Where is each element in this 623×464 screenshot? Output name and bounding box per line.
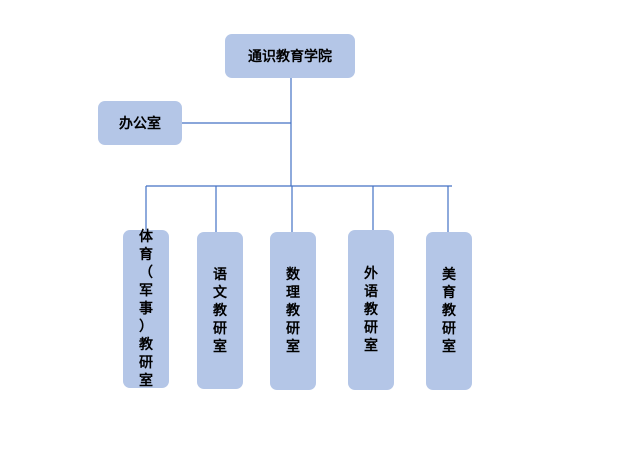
department-node-math-physics: 数理教研室	[270, 232, 316, 390]
department-node-foreign-language: 外语教研室	[348, 230, 394, 390]
label-char: 室	[213, 338, 227, 355]
label-char: 数	[286, 267, 300, 283]
department-node-aesthetics: 美育教研室	[426, 232, 472, 390]
department-label: 语文教研室	[213, 266, 227, 356]
label-char: 教	[213, 302, 227, 319]
label-char: 室	[286, 339, 300, 355]
department-node-pe: 体育 （ 军事 ） 教研室	[123, 228, 169, 390]
department-node-chinese: 语文教研室	[197, 232, 243, 389]
label-char: 理	[286, 285, 300, 301]
label-char: 育	[139, 247, 153, 263]
office-node: 办公室	[98, 101, 182, 145]
label-char: 研	[139, 355, 153, 371]
label-char: （	[139, 265, 153, 281]
label-char: 体	[139, 229, 153, 245]
label-char: 育	[442, 285, 456, 301]
label-char: 教	[139, 337, 153, 353]
label-char: 美	[442, 267, 456, 283]
label-char: 研	[286, 321, 300, 337]
label-char: 研	[213, 320, 227, 337]
label-char: 军	[139, 283, 153, 299]
label-char: 语	[213, 266, 227, 283]
department-label: 数理教研室	[286, 266, 300, 356]
label-char: 外	[364, 266, 378, 282]
root-node: 通识教育学院	[225, 34, 355, 78]
department-label: 体育 （ 军事 ） 教研室	[139, 228, 153, 390]
label-char: 教	[364, 302, 378, 318]
label-char: 教	[442, 303, 456, 319]
label-char: 室	[364, 338, 378, 354]
label-char: 室	[442, 339, 456, 355]
label-char: 室	[139, 373, 153, 389]
department-label: 美育教研室	[442, 266, 456, 356]
label-char: 事	[139, 301, 153, 317]
label-char: 文	[213, 284, 227, 301]
office-label: 办公室	[119, 116, 161, 132]
department-label: 外语教研室	[364, 265, 378, 355]
label-char: 教	[286, 303, 300, 319]
label-char: 研	[442, 321, 456, 337]
root-label: 通识教育学院	[248, 49, 332, 65]
label-char: 研	[364, 320, 378, 336]
label-char: ）	[139, 319, 153, 335]
label-char: 语	[364, 284, 378, 300]
